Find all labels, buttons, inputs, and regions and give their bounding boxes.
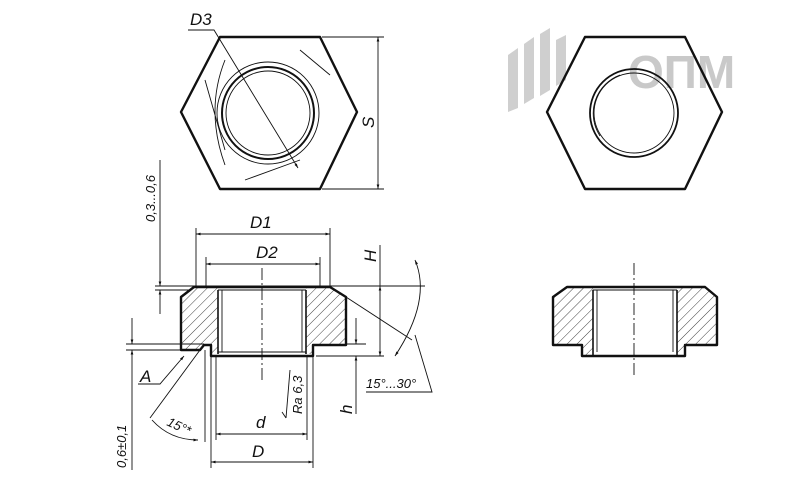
d2-label: D2: [256, 243, 278, 262]
logo-text: ОПМ: [628, 46, 735, 98]
d3-label: D3: [190, 10, 212, 29]
section-view-simplified: [551, 263, 719, 378]
d-small-label: d: [256, 413, 266, 432]
d-big-label: D: [252, 442, 264, 461]
angle-range-label: 15°...30°: [366, 376, 416, 391]
hex-top-view-simplified: [545, 35, 724, 191]
h-upper-label: H: [361, 249, 380, 262]
detail-a-label: A: [139, 367, 151, 386]
chamfer-height-label: 0,3...0,6: [143, 174, 158, 222]
angle-15-label: 15°*: [165, 414, 195, 438]
d1-label: D1: [250, 213, 272, 232]
s-label: S: [359, 116, 378, 128]
roughness-label: Ra 6,3: [290, 375, 305, 414]
groove-depth-label: 0,6±0,1: [114, 425, 129, 468]
section-view: D1 D2 H h 0,3...0,6 0,6±0,1 A 15°*: [114, 160, 433, 470]
opm-logo: ОПМ: [508, 28, 735, 112]
hex-top-view: D3 S: [179, 10, 384, 191]
h-lower-label: h: [337, 405, 356, 414]
